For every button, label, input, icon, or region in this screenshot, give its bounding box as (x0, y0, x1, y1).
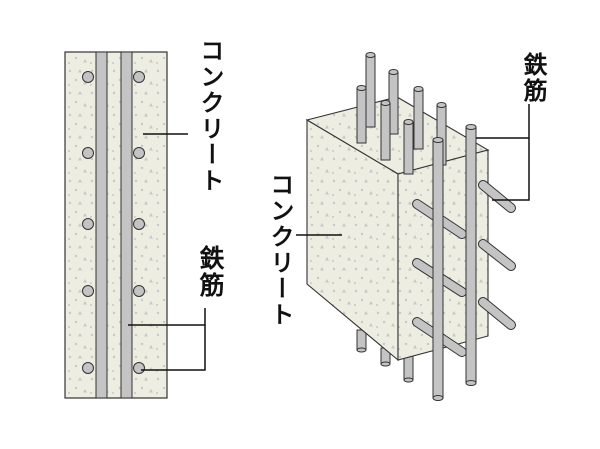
column-section (64, 51, 206, 399)
left-rebar-label: 鉄筋 (196, 245, 225, 299)
right-concrete-label: コンクリート (266, 172, 295, 328)
right-rebar-label: 鉄筋 (519, 52, 548, 104)
left-concrete-label: コンクリート (196, 38, 225, 194)
column-3d (296, 52, 530, 401)
